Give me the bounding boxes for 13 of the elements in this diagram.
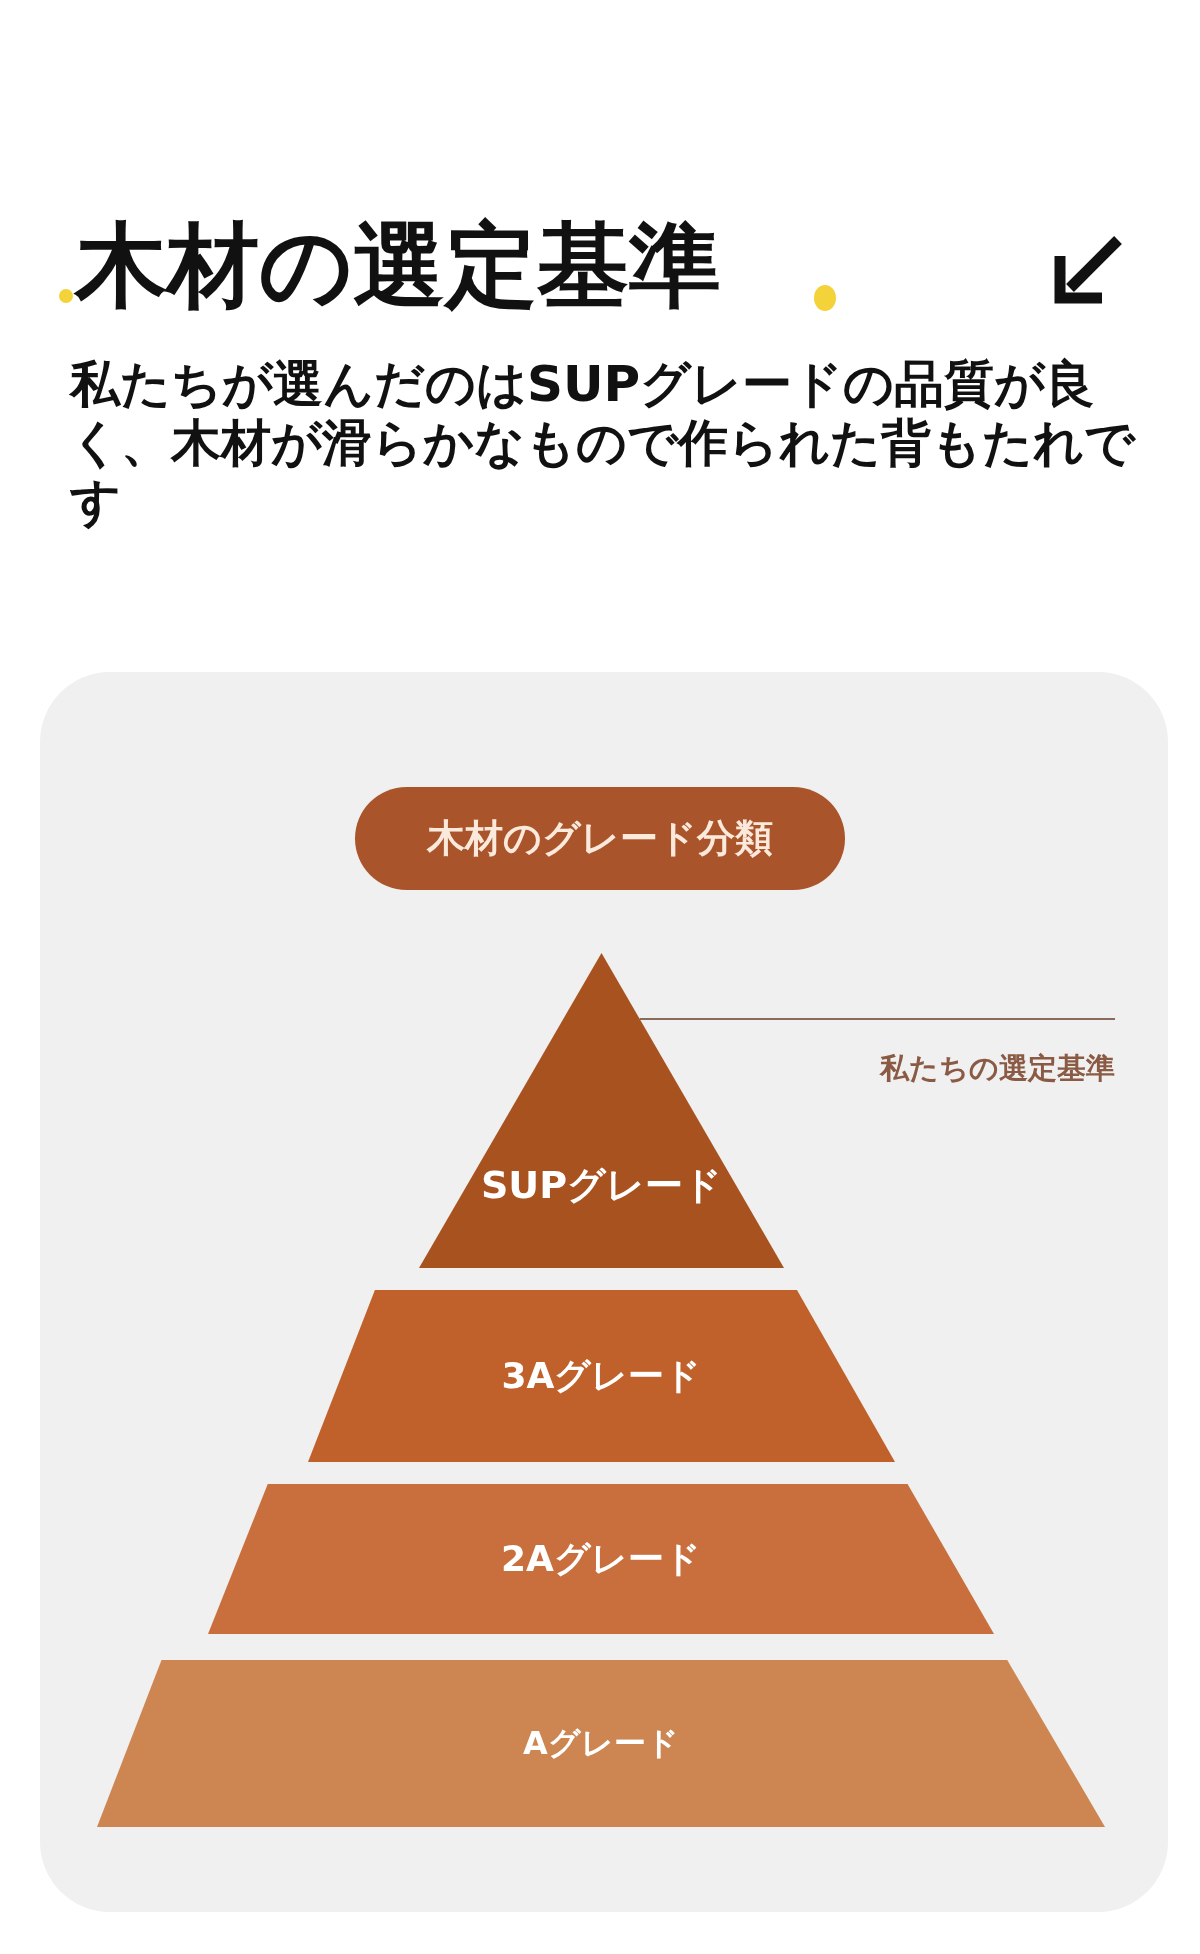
tier-label: SUPグレード (480, 1162, 723, 1209)
pyramid-tier (308, 1290, 895, 1462)
leader-line (638, 1018, 1116, 1020)
tier-label: 2Aグレード (501, 1536, 701, 1581)
tier-label: 3Aグレード (501, 1353, 702, 1398)
pyramid-tier (97, 1660, 1105, 1827)
tier-label: Aグレード (523, 1722, 679, 1764)
title: 木材の選定基準 (75, 215, 721, 317)
subtitle: 私たちが選んだのはSUPグレードの品質が良く、木材が滑らかなもので作られた背もたれです (70, 355, 1137, 532)
annotation-text: 私たちの選定基準 (880, 1050, 1115, 1087)
pyramid-tier (419, 953, 784, 1268)
tier-label: 木材のグレード分類 (427, 815, 773, 862)
pyramid-tier (208, 1484, 994, 1634)
